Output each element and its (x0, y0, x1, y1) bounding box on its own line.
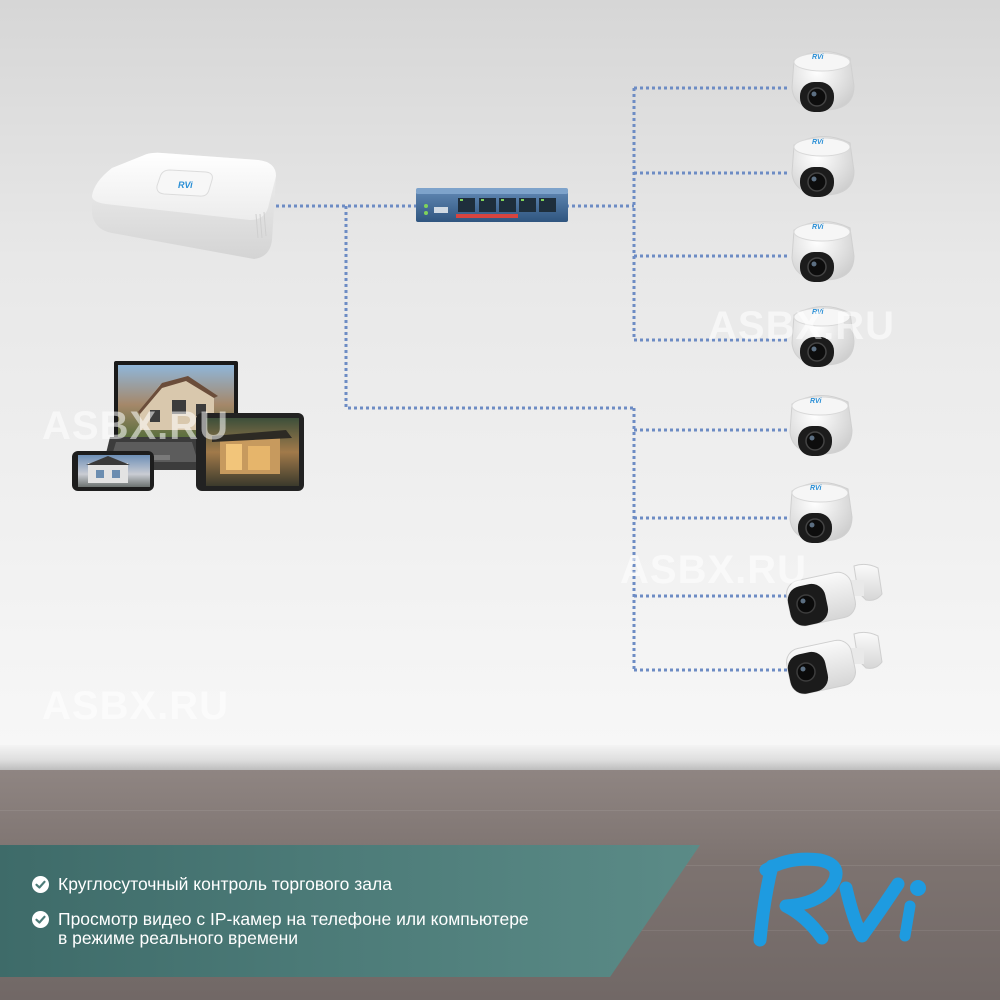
smartphone-device (72, 451, 154, 491)
svg-text:RVi: RVi (812, 139, 824, 146)
nvr-recorder: RVi (92, 152, 276, 259)
feature-text: Круглосуточный контроль торгового зала (58, 874, 392, 894)
feature-item: Круглосуточный контроль торгового зала (32, 875, 392, 894)
check-circle-icon (32, 876, 49, 893)
svg-text:RVi: RVi (810, 398, 822, 405)
feature-text: Просмотр видео с IP-камер на телефоне ил… (58, 909, 529, 929)
dome-camera-2: RVi (791, 136, 855, 197)
watermark: ASBX.RU (42, 684, 230, 728)
watermark: ASBX.RU (708, 304, 896, 348)
svg-text:RVi: RVi (810, 485, 822, 492)
dome-camera-6: RVi (789, 482, 853, 543)
svg-text:RVi: RVi (812, 309, 824, 316)
dome-camera-4: RVi (791, 306, 855, 367)
tablet-device (196, 413, 304, 491)
features-banner (0, 845, 700, 977)
poe-switch (416, 188, 568, 222)
baseboard (0, 745, 1000, 770)
bullet-camera-1 (786, 563, 883, 627)
connection-lines (276, 86, 790, 672)
ip-cameras: RVi RVi RVi RVi (786, 51, 883, 695)
check-circle-icon (32, 911, 49, 928)
feature-item: Просмотр видео с IP-камер на телефоне ил… (32, 910, 529, 948)
dome-camera-5: RVi (789, 395, 853, 456)
network-diagram: RVi (72, 51, 883, 695)
client-devices (72, 361, 304, 491)
svg-text:RVi: RVi (812, 224, 824, 231)
feature-text: в режиме реального времени (58, 928, 299, 948)
nvr-logo-text: RVi (178, 180, 193, 190)
bullet-camera-2 (786, 631, 883, 695)
rvi-logo (753, 852, 926, 947)
dome-camera-3: RVi (791, 221, 855, 282)
dome-camera-1: RVi (791, 51, 855, 112)
watermark: ASBX.RU (42, 404, 230, 448)
watermark: ASBX.RU (620, 548, 808, 592)
svg-text:RVi: RVi (812, 54, 824, 61)
